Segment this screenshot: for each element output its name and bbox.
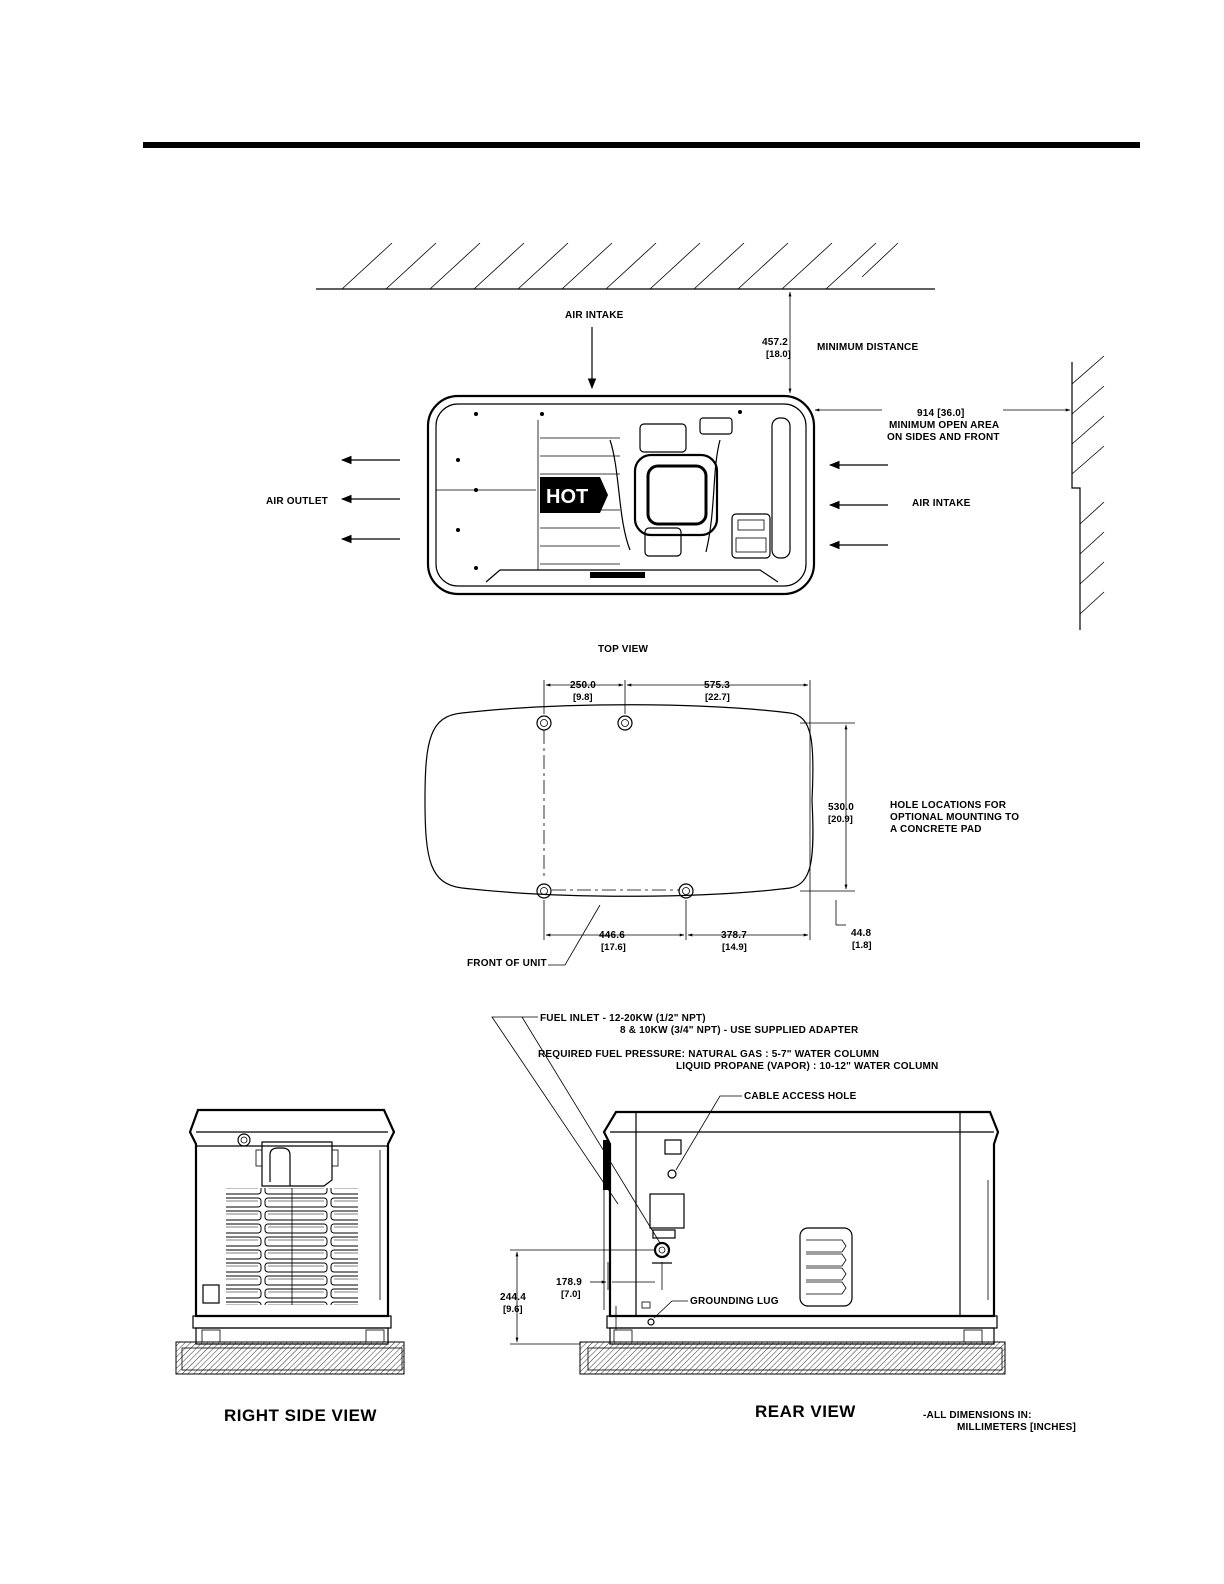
dim-b-mm: 575.3 (704, 680, 730, 691)
right-side-view (175, 1108, 405, 1375)
fuel-inlet-line2: 8 & 10KW (3/4" NPT) - USE SUPPLIED ADAPT… (620, 1025, 859, 1036)
rear-view-title: REAR VIEW (755, 1402, 856, 1421)
fuel-inlet-line1: FUEL INLET - 12-20KW (1/2" NPT) (540, 1013, 706, 1024)
dim-c-mm: 530.0 (828, 802, 854, 813)
units-note-line1: -ALL DIMENSIONS IN: (923, 1410, 1032, 1421)
hole-location-view: 250.0 [9.8] 575.3 [22.7] 530.0 [20.9] 44… (424, 680, 1019, 969)
dim-d-in: [17.6] (601, 942, 626, 953)
top-view: AIR INTAKE 457.2 [18.0] MINIMUM DISTANCE… (266, 242, 1105, 655)
grounding-lug-label: GROUNDING LUG (690, 1296, 779, 1307)
fuel-pressure-line2: LIQUID PROPANE (VAPOR) : 10-12" WATER CO… (676, 1061, 938, 1072)
cable-access-label: CABLE ACCESS HOLE (744, 1091, 857, 1102)
min-distance-in: [18.0] (766, 349, 791, 360)
open-area-line1: MINIMUM OPEN AREA (889, 420, 999, 431)
header-rule (143, 142, 1140, 148)
dim-d-mm: 446.6 (599, 930, 625, 941)
dim-c-in: [20.9] (828, 814, 853, 825)
air-outlet-label: AIR OUTLET (266, 496, 328, 507)
air-intake-top-label: AIR INTAKE (565, 310, 624, 321)
rear-pad (579, 1341, 1006, 1375)
dim-a-in: [9.8] (573, 692, 593, 703)
hole-note-line1: HOLE LOCATIONS FOR (890, 800, 1007, 811)
fuel-inlet (653, 1241, 671, 1259)
hot-label: HOT (546, 486, 588, 508)
min-distance-mm: 457.2 (762, 337, 788, 348)
dim-f-in: [1.8] (852, 940, 872, 951)
top-view-title: TOP VIEW (598, 644, 648, 655)
fuel-pressure-line1: REQUIRED FUEL PRESSURE: NATURAL GAS : 5-… (538, 1049, 879, 1060)
fuel-notes: FUEL INLET - 12-20KW (1/2" NPT) 8 & 10KW… (491, 1013, 938, 1244)
open-area-line2: ON SIDES AND FRONT (887, 432, 1000, 443)
dim-h-in: [7.0] (561, 1289, 581, 1300)
wall-hatch-right (1071, 355, 1105, 630)
air-intake-side-arrows (828, 460, 888, 550)
mounting-holes (536, 715, 694, 899)
hole-note-line2: OPTIONAL MOUNTING TO (890, 812, 1019, 823)
wall-hatch-top (316, 242, 935, 290)
generator-top: HOT (426, 394, 816, 596)
dim-f-mm: 44.8 (851, 928, 872, 939)
hole-note-line3: A CONCRETE PAD (890, 824, 982, 835)
grounding-lug (647, 1318, 655, 1326)
dim-e-in: [14.9] (722, 942, 747, 953)
right-side-view-title: RIGHT SIDE VIEW (224, 1406, 377, 1425)
side-pad (175, 1341, 405, 1375)
open-area-dim: 914 [36.0] (917, 408, 965, 419)
front-of-unit-label: FRONT OF UNIT (467, 958, 547, 969)
dim-e-mm: 378.7 (721, 930, 747, 941)
dim-h-mm: 178.9 (556, 1277, 582, 1288)
dim-v-mm: 244.4 (500, 1292, 526, 1303)
base-outline (424, 704, 814, 897)
dim-b-in: [22.7] (705, 692, 730, 703)
dim-a-mm: 250.0 (570, 680, 596, 691)
air-outlet-arrows (340, 455, 400, 544)
dim-v-in: [9.6] (503, 1304, 523, 1315)
min-distance-label: MINIMUM DISTANCE (817, 342, 918, 353)
units-note-line2: MILLIMETERS [INCHES] (957, 1422, 1076, 1433)
cable-access-hole (667, 1169, 677, 1179)
rear-view: CABLE ACCESS HOLE GROUNDING LUG 244.4 [9… (500, 1091, 1006, 1375)
air-intake-side-label: AIR INTAKE (912, 498, 971, 509)
